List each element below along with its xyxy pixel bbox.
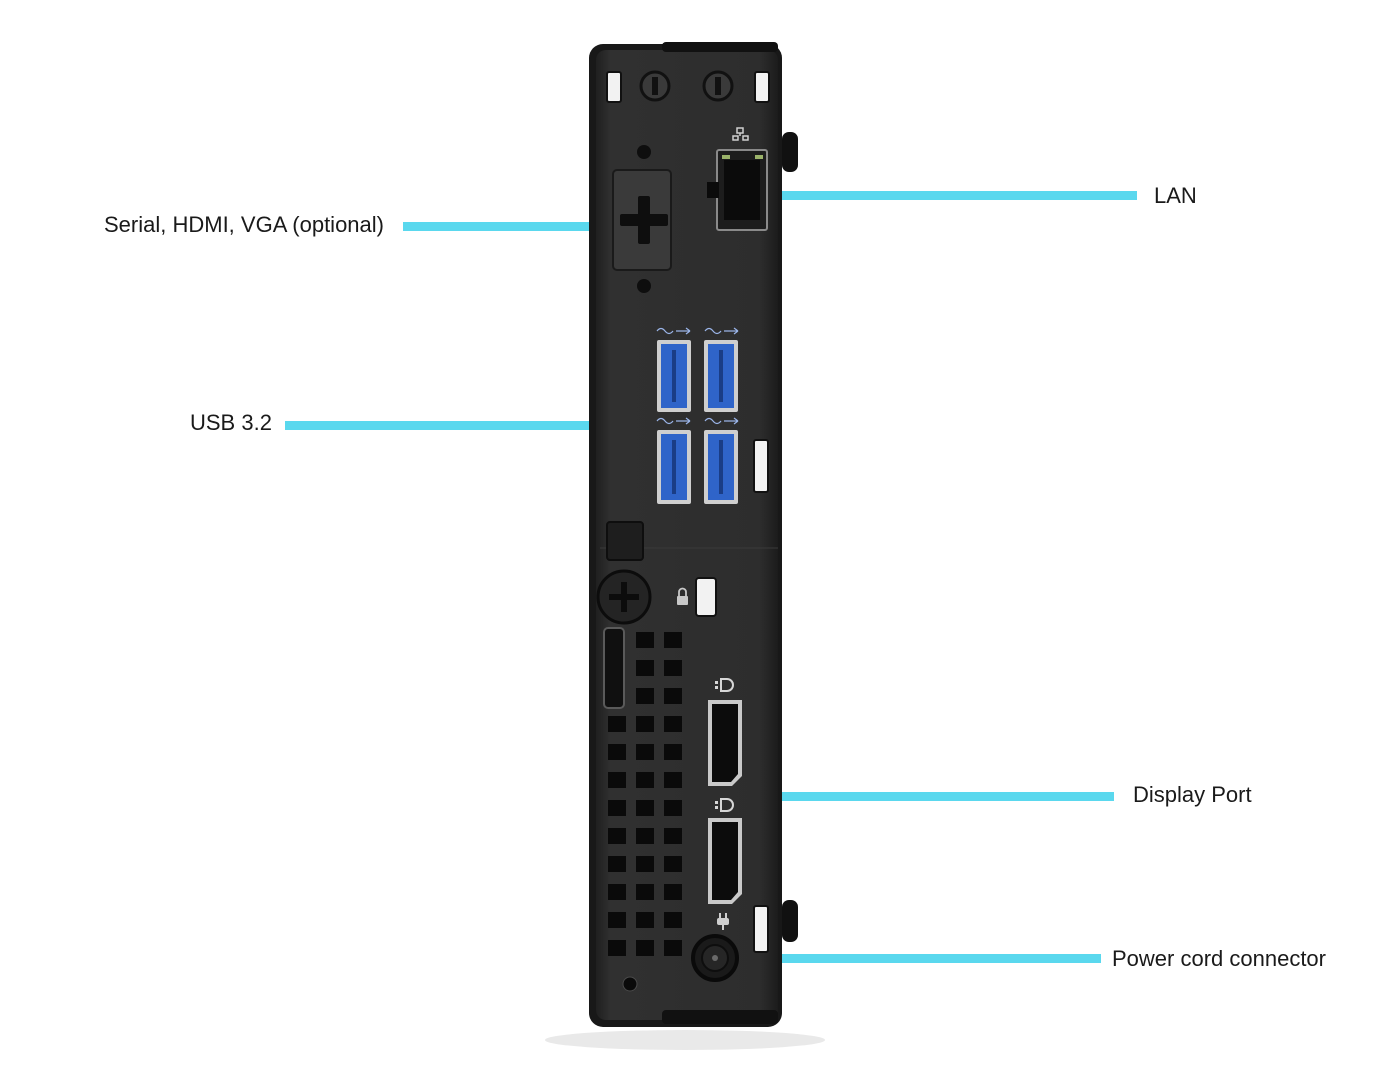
security-lock-slot	[695, 577, 717, 617]
network-icon	[732, 127, 749, 141]
displayport-ports	[708, 678, 769, 953]
leader-line-usb	[285, 421, 643, 430]
callout-displayport-label: Display Port	[1133, 782, 1252, 807]
usb-port-bottom-left	[657, 430, 691, 504]
leader-line-serial	[403, 222, 601, 231]
usb-port-top-left	[657, 340, 691, 412]
usb-ports	[656, 327, 769, 504]
leader-line-power	[742, 954, 1101, 963]
callout-lan-label: LAN	[1154, 183, 1197, 208]
top-latches	[606, 70, 770, 103]
power-connector	[691, 913, 739, 982]
displayport-upper	[708, 700, 742, 786]
callout-serial-label: Serial, HDMI, VGA (optional)	[104, 212, 384, 237]
callout-usb-label: USB 3.2	[190, 410, 272, 435]
side-slot	[753, 439, 769, 493]
vent-grille	[603, 627, 682, 992]
floor-shadow	[545, 1030, 825, 1050]
displayport-lower	[708, 818, 742, 904]
chassis-body	[589, 42, 798, 1027]
lock-icon	[677, 587, 688, 605]
leader-line-displayport	[754, 792, 1114, 801]
leader-line-lan	[778, 191, 1137, 200]
usb-port-top-right	[704, 340, 738, 412]
power-plug-icon	[717, 913, 729, 930]
optional-module-cover	[612, 145, 672, 293]
plus-icon	[620, 196, 668, 244]
side-slot-lower	[753, 905, 769, 953]
lan-port	[707, 127, 768, 231]
usb-port-bottom-right	[704, 430, 738, 504]
thumbscrew-icon	[596, 521, 652, 625]
callout-power-label: Power cord connector	[1112, 946, 1326, 971]
displayport-icon	[715, 678, 734, 812]
